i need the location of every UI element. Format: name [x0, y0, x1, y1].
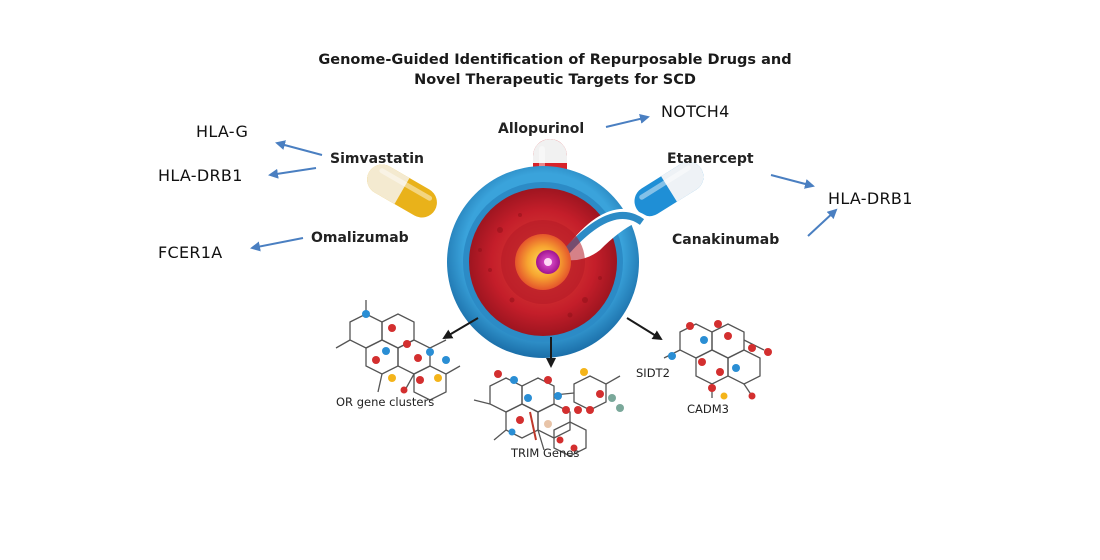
arrow-allopurinol-notch4 [605, 113, 650, 128]
gene-hla-g-label: HLA-G [196, 122, 249, 141]
capsule-yellow [367, 164, 437, 218]
molecule-sidt2-cadm3 [663, 320, 772, 400]
arrow-to-or-gene-clusters [442, 317, 479, 340]
drug-etanercept-label: Etanercept [667, 151, 754, 167]
gene-hla-drb1-left-label: HLA-DRB1 [158, 166, 243, 185]
capsule-blue [634, 161, 704, 217]
gene-notch4-label: NOTCH4 [661, 102, 730, 121]
drug-gene-arrows [250, 113, 838, 252]
title-line-2: Novel Therapeutic Targets for SCD [414, 72, 696, 88]
arrow-simvastatin-hla-drb1 [268, 167, 317, 179]
drug-omalizumab-label: Omalizumab [311, 230, 409, 246]
drug-allopurinol-label: Allopurinol [498, 121, 585, 137]
arrow-canakinumab-hla-drb1 [807, 208, 838, 237]
sidt2-label: SIDT2 [636, 366, 670, 380]
gene-fcer1a-label: FCER1A [158, 243, 223, 262]
or-gene-clusters-label: OR gene clusters [336, 395, 435, 409]
cell-molecule-arrows [442, 317, 663, 368]
gene-hla-drb1-right-label: HLA-DRB1 [828, 189, 913, 208]
cadm3-label: CADM3 [687, 402, 729, 416]
arrow-to-sidt2-cadm3 [626, 317, 663, 341]
molecule-or-gene-clusters [335, 300, 461, 401]
arrow-omalizumab-fcer1a [250, 237, 304, 252]
drug-canakinumab-label: Canakinumab [672, 232, 780, 248]
molecule-trim-genes [473, 368, 624, 457]
arrow-simvastatin-hla-g [275, 140, 323, 156]
diagram-title: Genome-Guided Identification of Repurpos… [250, 50, 860, 90]
arrow-etanercept-hla-drb1 [770, 174, 815, 189]
trim-genes-label: TRIM Genes [511, 446, 580, 460]
title-line-1: Genome-Guided Identification of Repurpos… [318, 52, 792, 68]
drug-simvastatin-label: Simvastatin [330, 151, 424, 167]
sickle-cell [447, 166, 650, 358]
